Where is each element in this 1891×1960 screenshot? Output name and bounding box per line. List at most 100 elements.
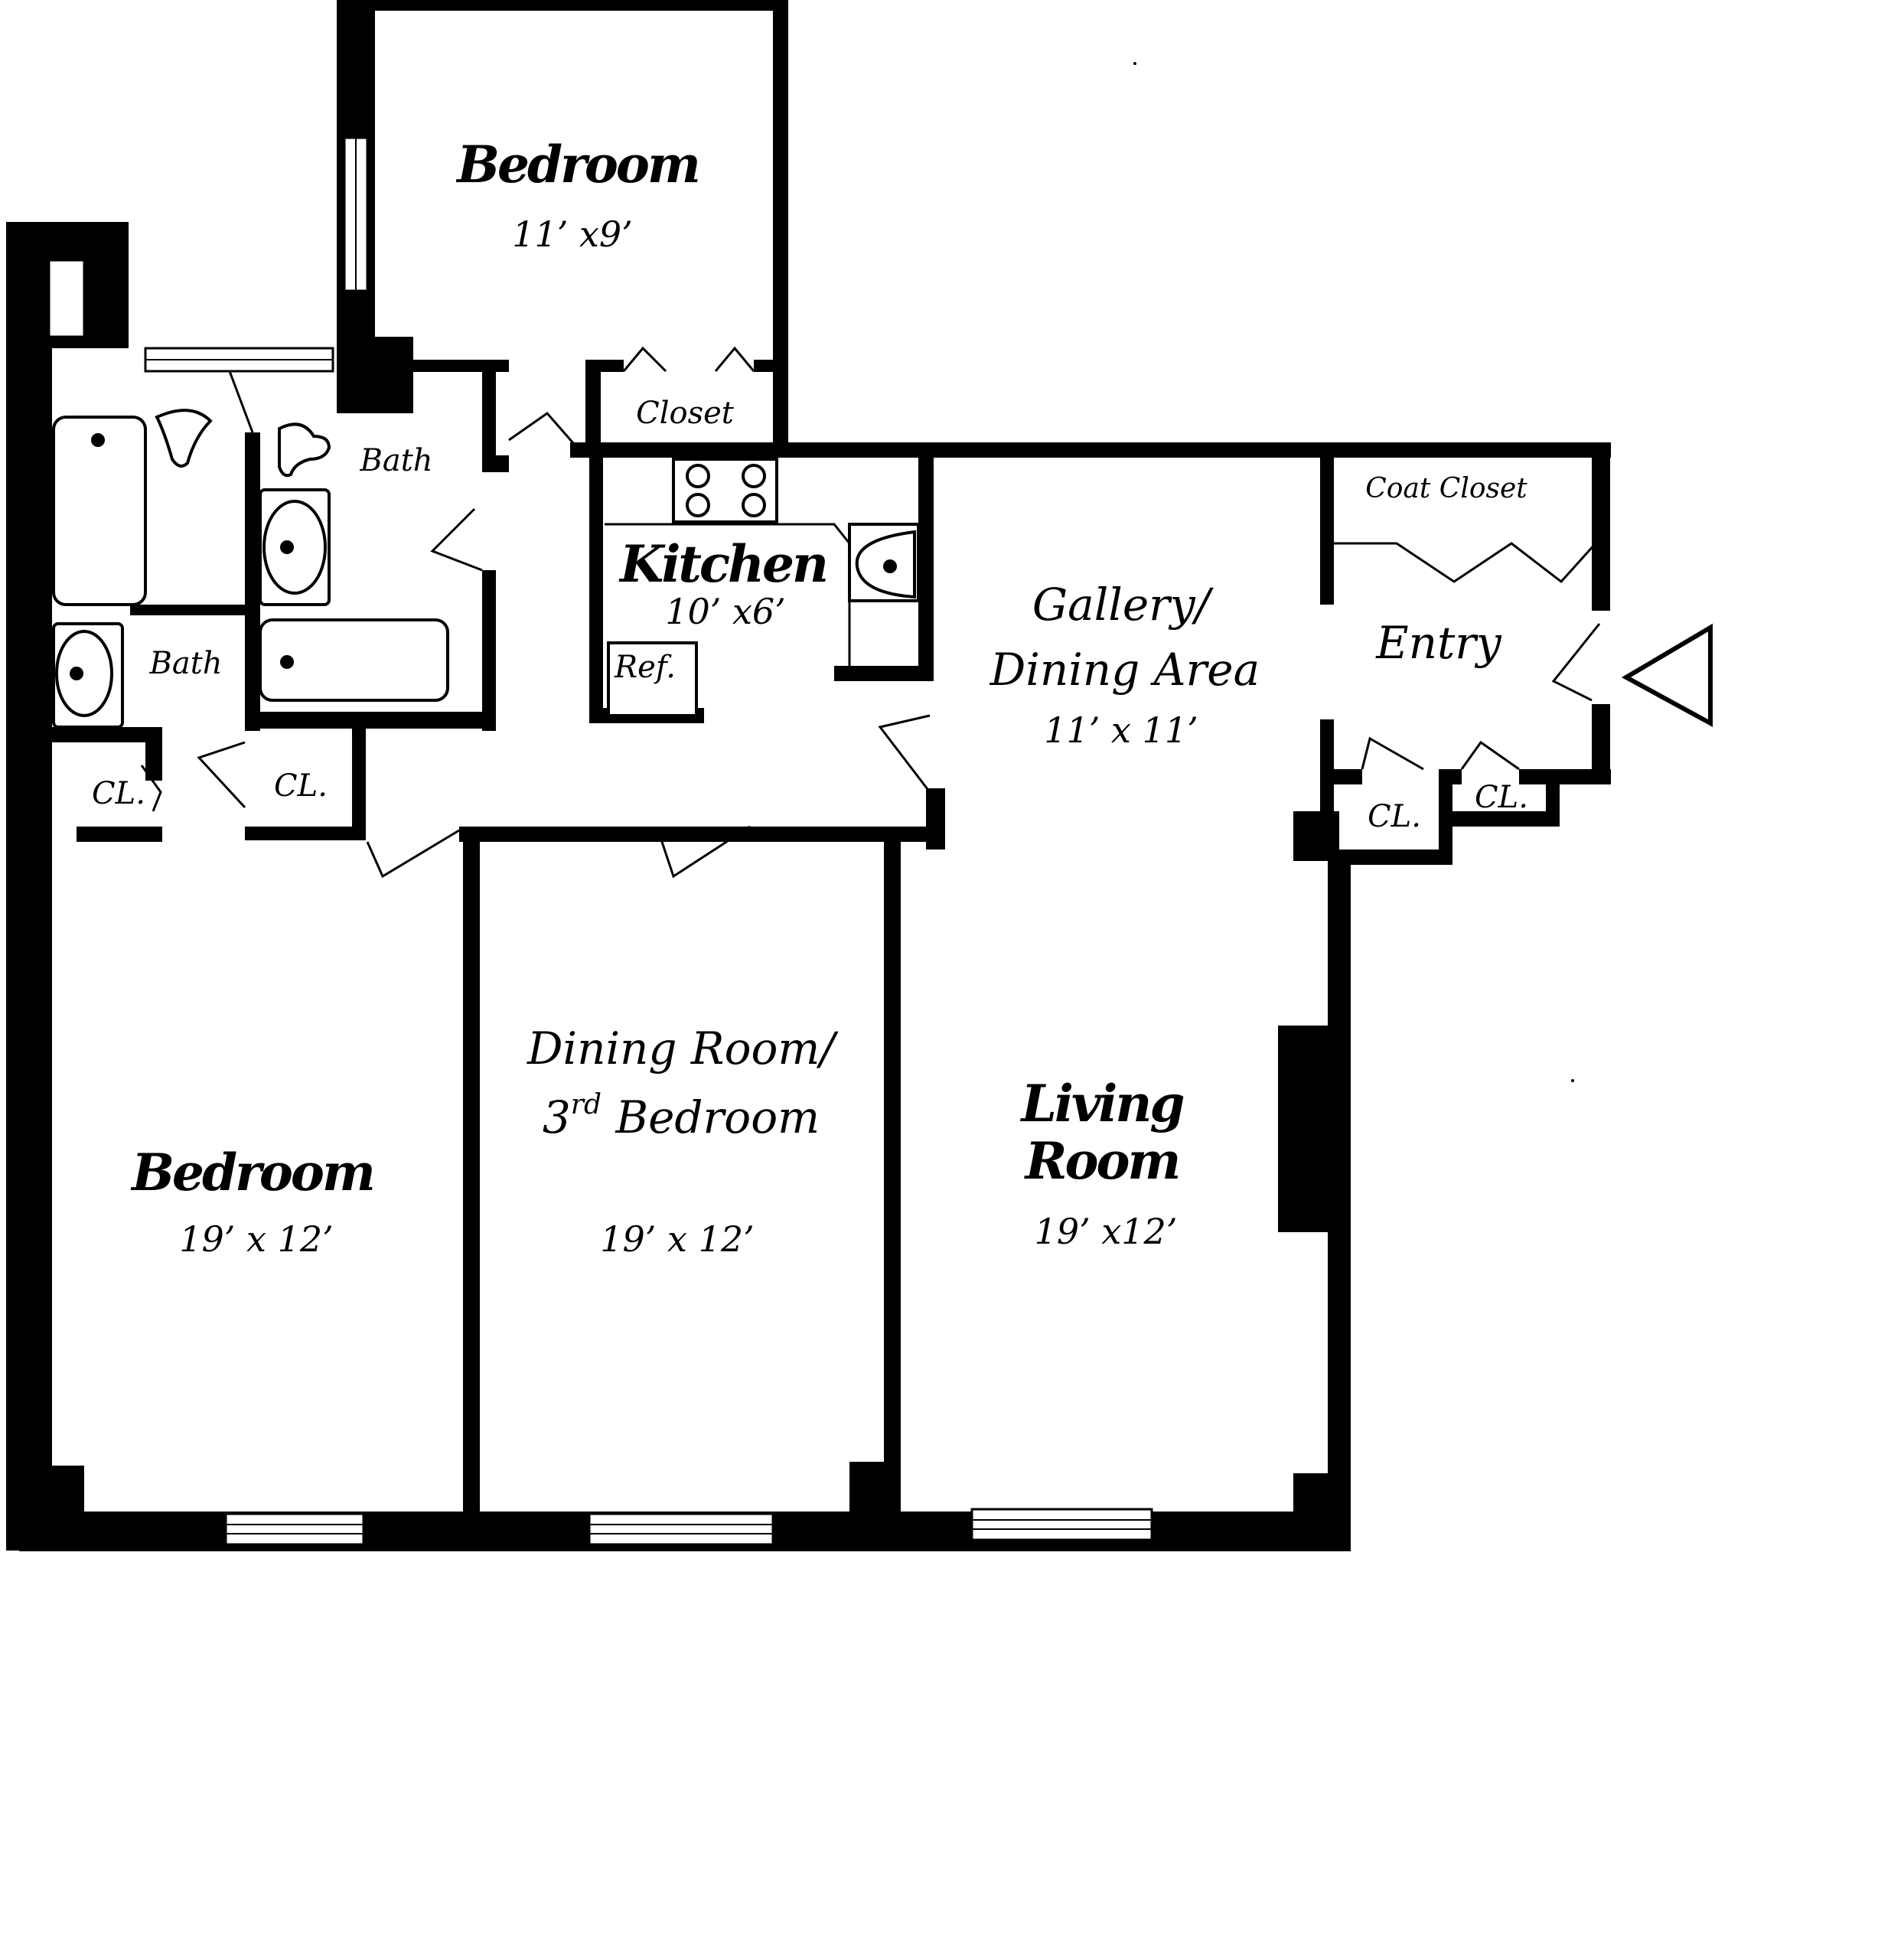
wall-bath-left-divider	[130, 605, 260, 615]
label-bedroom-top: Bedroom	[455, 135, 699, 194]
entry-arrow-icon	[1621, 623, 1713, 728]
dining-room-ordinal-rest: Bedroom	[602, 1091, 820, 1143]
dining-room-ordinal-number: 3	[543, 1091, 571, 1143]
doors	[140, 346, 1601, 879]
wall-living-corner-bottom	[1293, 1473, 1339, 1515]
wall-top-bedroom-pier	[337, 337, 413, 413]
dining-room-ordinal-suffix: rd	[571, 1089, 602, 1120]
door-dining-room	[657, 825, 751, 879]
label-closet-mid: CL.	[274, 768, 328, 804]
door-closet-mid	[197, 741, 246, 809]
wall-gallery-post	[926, 788, 945, 850]
wall-kitchen-right	[918, 452, 934, 681]
wall-closet-left-bottom	[77, 827, 162, 842]
label-bath-left: Bath	[148, 646, 222, 681]
label-kitchen: Kitchen	[618, 534, 826, 594]
door-bedroom-bottom	[366, 829, 460, 879]
wall-closet-left-block	[6, 773, 52, 827]
size-gallery: 11’ x 11’	[1044, 709, 1198, 751]
wall-bath-bottom	[245, 712, 496, 729]
window-bedroom-bottom	[224, 1512, 365, 1546]
size-bedroom-top: 11’ x9’	[512, 214, 633, 255]
walls	[6, 0, 1611, 1551]
fixtures	[52, 409, 928, 729]
door-closet-top-left	[622, 346, 667, 373]
wall-coat-closet-left	[1320, 452, 1334, 605]
door-hall	[430, 507, 483, 572]
door-closet-left	[140, 765, 162, 812]
window-living-room	[970, 1508, 1153, 1541]
speck	[1571, 1079, 1574, 1082]
wall-main-horizontal	[570, 442, 1611, 458]
label-closet-entry-left: CL.	[1368, 799, 1421, 834]
wall-closet-mid-bottom	[245, 827, 366, 840]
wall-dining-corner	[849, 1462, 895, 1515]
label-bedroom-bottom: Bedroom	[130, 1143, 373, 1202]
refrigerator	[607, 641, 698, 717]
door-cl-entry-right	[1460, 740, 1520, 771]
kitchen-opening	[918, 607, 928, 660]
label-dining-room-line2: 3rd Bedroom	[543, 1089, 820, 1143]
wall-cl-right	[1546, 773, 1560, 827]
label-living-room-line1: Living	[1019, 1074, 1183, 1133]
label-gallery-line2: Dining Area	[990, 644, 1260, 696]
door-entry	[1551, 623, 1601, 702]
wall-living-pier	[1278, 1026, 1335, 1232]
label-closet-left: CL.	[92, 776, 145, 811]
wall-cl-bottom-left	[1328, 850, 1450, 865]
wall-dining-top	[459, 827, 941, 842]
wall-kitchen-counter	[834, 666, 934, 681]
wall-top-bedroom-right	[773, 0, 788, 452]
door-bath-left	[228, 370, 254, 433]
size-kitchen: 10’ x6’	[665, 591, 786, 632]
window-dining-room	[588, 1512, 774, 1546]
label-living-room-line2: Room	[1024, 1131, 1179, 1191]
labels: Bedroom 11’ x9’ Closet Bath Bath CL. CL.…	[92, 135, 1528, 1260]
wall-cl-top-right	[1519, 769, 1611, 784]
windows	[144, 136, 1153, 1546]
door-bath	[508, 411, 575, 445]
speck	[1133, 62, 1136, 65]
wall-bedroom-corner	[38, 1466, 84, 1512]
label-refrigerator: Ref.	[614, 650, 676, 685]
chimney-void	[47, 259, 86, 338]
wall-closet-left	[585, 360, 601, 448]
label-gallery-line1: Gallery/	[1032, 579, 1214, 631]
door-cl-entry-left	[1361, 736, 1424, 771]
size-living-room: 19’ x12’	[1035, 1211, 1178, 1252]
size-dining-room: 19’ x 12’	[600, 1218, 755, 1260]
toilet-right	[278, 422, 331, 478]
wall-cl-bottom-right	[1450, 811, 1557, 827]
label-coat-closet: Coat Closet	[1365, 473, 1527, 504]
wall-cl-top-left	[1332, 769, 1362, 784]
door-gallery	[878, 714, 931, 793]
wall-bath-separator	[245, 432, 260, 731]
label-dining-room-line1: Dining Room/	[527, 1022, 839, 1075]
bathtub-right	[259, 618, 449, 702]
toilet-left	[155, 409, 213, 468]
bathtub-left	[52, 416, 147, 606]
wall-bath-door-jamb	[482, 455, 509, 472]
door-coat-closet-bifold	[1333, 542, 1597, 584]
wall-closet-stub-right	[754, 360, 777, 372]
wall-entry-right-bottom	[1592, 704, 1610, 781]
wall-closet-left-top	[6, 727, 155, 742]
wall-left-outer	[6, 222, 52, 1551]
label-bath-right: Bath	[359, 443, 432, 478]
wall-closet-stub-left	[585, 360, 624, 372]
label-entry: Entry	[1375, 617, 1502, 669]
size-bedroom-bottom: 19’ x 12’	[179, 1218, 334, 1260]
wall-bath-right-bottom	[482, 570, 496, 731]
wall-kitchen-left	[589, 452, 603, 723]
wall-bath-right-top	[482, 360, 496, 471]
wall-closet-mid-right	[352, 727, 366, 838]
wall-dining-right	[884, 827, 901, 1538]
door-closet-top-right	[714, 346, 755, 372]
wall-top-bedroom-top	[337, 0, 788, 11]
label-closet-entry-right: CL.	[1475, 780, 1528, 815]
wall-entry-right-top	[1592, 442, 1610, 611]
kitchen-counter	[605, 523, 851, 666]
label-closet-top: Closet	[636, 396, 735, 431]
wall-cl-divider	[1439, 773, 1452, 865]
